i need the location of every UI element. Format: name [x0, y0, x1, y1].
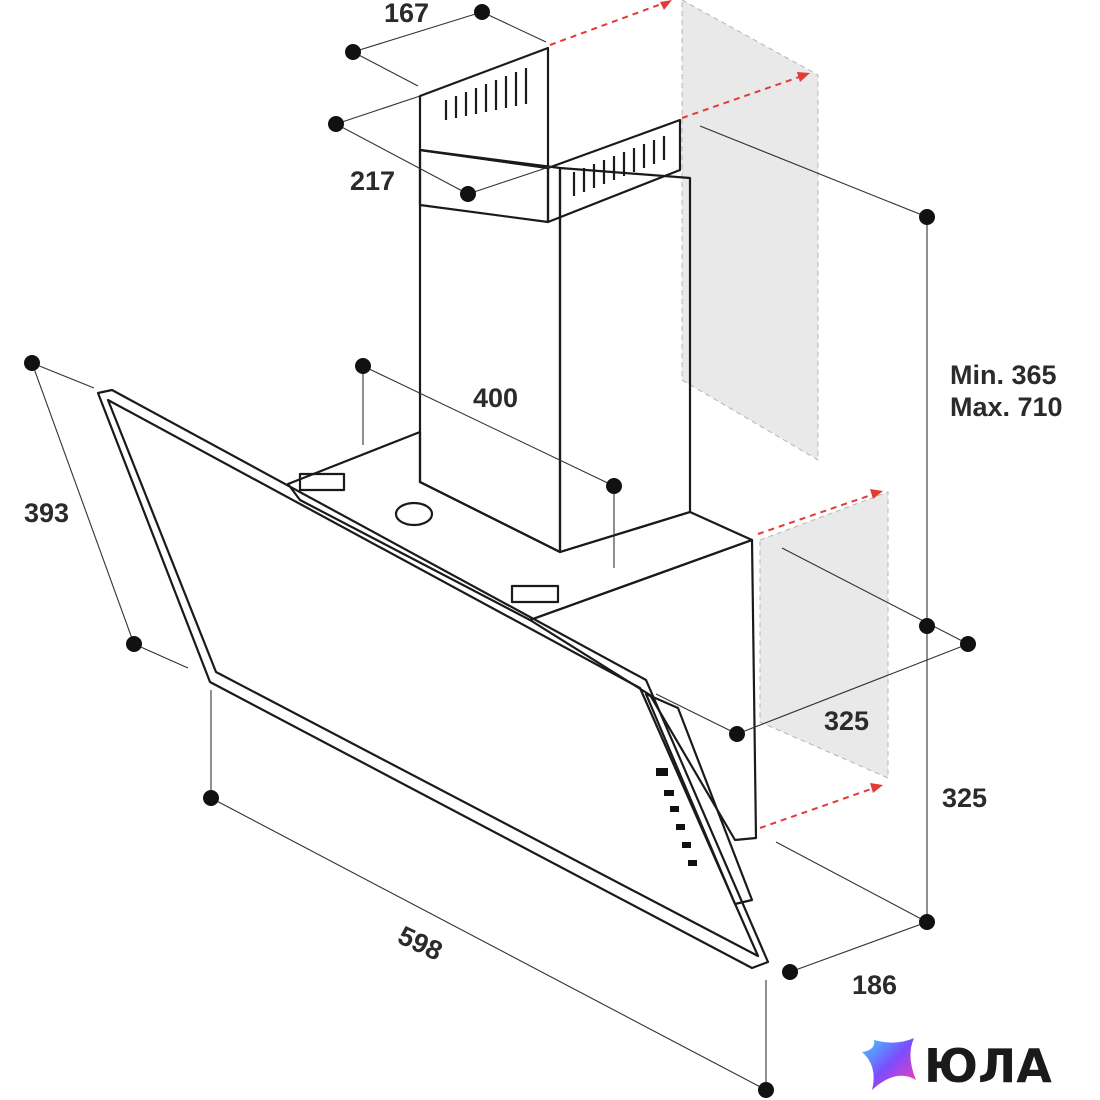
- light-icon: [394, 501, 434, 527]
- dim-canopy-depth: 393: [24, 498, 69, 528]
- chimney: [418, 46, 692, 554]
- dim-chimney-width: 167: [384, 0, 429, 28]
- logo-star-icon: [862, 1038, 916, 1090]
- dim-chimney-depth: 217: [350, 166, 395, 196]
- dimension-labels: 167 217 400 393 Min. 365 Max. 710 325 32…: [24, 0, 1063, 1000]
- logo-text: ЮЛА: [924, 1039, 1052, 1093]
- motor-body: [286, 430, 758, 842]
- bracket-right-icon: [510, 584, 560, 604]
- dim-body-depth: 186: [852, 970, 897, 1000]
- dim-height-max: Max. 710: [950, 392, 1063, 422]
- brand-logo: ЮЛА: [862, 1038, 1052, 1093]
- chimney-vent-slots: [444, 68, 666, 196]
- dim-canopy-width: 598: [393, 920, 447, 966]
- dimension-dots: [24, 4, 976, 1098]
- wall-background: [681, 0, 889, 779]
- dim-wall-depth: 325: [824, 706, 869, 736]
- bracket-left-icon: [298, 472, 346, 492]
- dim-height-min: Min. 365: [950, 360, 1057, 390]
- wall-mount-arrows: [549, 0, 883, 829]
- control-buttons: [656, 768, 697, 866]
- glass-canopy: [96, 388, 770, 970]
- dimension-lines: [31, 11, 969, 1091]
- dim-chimney-front: 400: [473, 383, 518, 413]
- dim-wall-height: 325: [942, 783, 987, 813]
